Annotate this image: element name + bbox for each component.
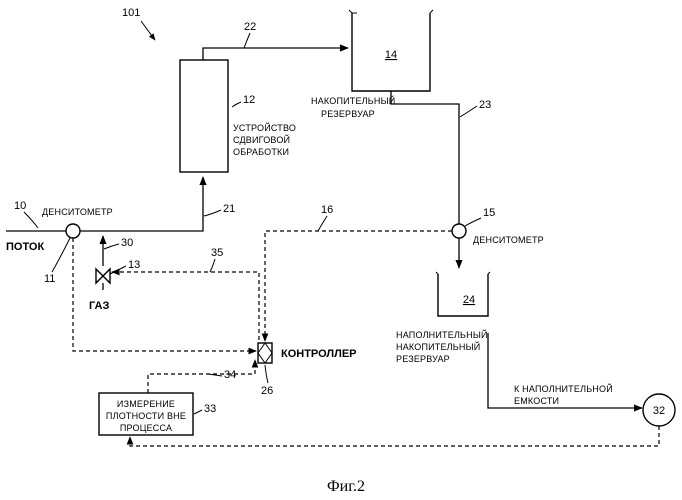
fill-tank-label-3: РЕЗЕРВУАР [396,354,450,364]
ref-11: 11 [44,273,55,285]
ref-12-leader [232,102,241,107]
gas-label: ГАЗ [89,300,109,312]
figure-caption: Фиг.2 [327,478,365,495]
ref-15: 15 [483,207,495,219]
shear-device-label-2: СДВИГОВОЙ [233,134,290,145]
offline-label-1: ИЗМЕРЕНИЕ [117,399,175,409]
ref-26: 26 [261,385,273,397]
line-23 [391,91,459,224]
ref-32: 32 [653,405,665,417]
offline-label-3: ПРОЦЕССА [120,423,172,433]
line-22 [203,48,348,60]
ref-21: 21 [223,203,235,215]
flow-label: ПОТОК [6,241,44,253]
line-21 [80,177,203,231]
signal-line-densitometer-11 [73,238,256,351]
ref-22: 22 [244,21,256,33]
gas-valve-13 [96,269,110,283]
shear-device-label-1: УСТРОЙСТВО [233,122,296,133]
line-to-container-32 [488,333,642,408]
shear-device-label-3: ОБРАБОТКИ [233,147,289,157]
ref-13: 13 [128,259,140,271]
densitometer-15 [452,224,466,238]
ref-101-arrow [141,21,155,40]
densitometer-11 [66,224,80,238]
sample-line-to-offline [130,426,659,446]
densitometer-1-label: ДЕНСИТОМЕТР [42,207,113,217]
storage-tank-label-1: НАКОПИТЕЛЬНЫЙ [311,95,395,106]
signal-line-34 [148,360,255,393]
ref-23: 23 [479,99,491,111]
signal-line-16 [265,231,452,341]
offline-label-2: ПЛОТНОСТИ ВНЕ [106,411,186,421]
controller-label: КОНТРОЛЛЕР [281,348,357,360]
signal-line-35 [112,272,259,340]
controller-26 [258,343,272,363]
fill-tank-label-2: НАКОПИТЕЛЬНЫЙ [396,341,480,352]
ref-33: 33 [204,403,216,415]
ref-24: 24 [463,294,475,306]
ref-12: 12 [243,94,255,106]
densitometer-2-label: ДЕНСИТОМЕТР [473,235,544,245]
to-fill-label-2: ЕМКОСТИ [514,396,559,406]
to-fill-label-1: К НАПОЛНИТЕЛЬНОЙ [514,383,613,394]
ref-14: 14 [385,49,397,61]
ref-16: 16 [321,204,333,216]
storage-tank-label-2: РЕЗЕРВУАР [321,109,375,119]
ref-35: 35 [211,247,223,259]
shear-device-box [180,60,228,172]
ref-10: 10 [14,200,26,212]
ref-30: 30 [121,237,133,249]
fill-tank-label-1: НАПОЛНИТЕЛЬНЫЙ [396,329,488,340]
ref-34: 34 [224,369,236,381]
ref-101: 101 [122,7,140,19]
